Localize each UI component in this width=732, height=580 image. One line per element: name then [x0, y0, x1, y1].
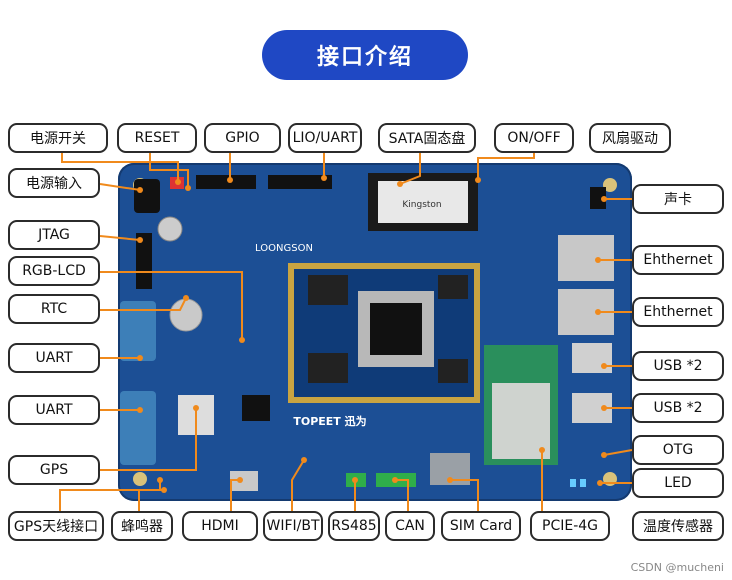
label-lio-uart: LIO/UART [288, 123, 362, 153]
page-title: 接口介绍 [262, 30, 468, 80]
label-uart-2: UART [8, 395, 100, 425]
label-usb-1: USB *2 [632, 351, 724, 381]
label-led: LED [632, 468, 724, 498]
label-temp-sensor: 温度传感器 [632, 511, 724, 541]
label-power-switch: 电源开关 [8, 123, 108, 153]
label-gps: GPS [8, 455, 100, 485]
label-usb-2: USB *2 [632, 393, 724, 423]
label-reset: RESET [117, 123, 197, 153]
label-uart-1: UART [8, 343, 100, 373]
label-pcie-4g: PCIE-4G [530, 511, 610, 541]
label-ethernet-2: Ehthernet [632, 297, 724, 327]
label-rs485: RS485 [328, 511, 380, 541]
label-jtag: JTAG [8, 220, 100, 250]
label-ethernet-1: Ehthernet [632, 245, 724, 275]
label-on-off: ON/OFF [494, 123, 574, 153]
label-buzzer: 蜂鸣器 [111, 511, 173, 541]
label-gps-antenna: GPS天线接口 [8, 511, 104, 541]
label-rgb-lcd: RGB-LCD [8, 256, 100, 286]
label-sound-card: 声卡 [632, 184, 724, 214]
ssd-brand: Kingston [402, 200, 441, 210]
board-brand: LOONGSON [255, 243, 313, 254]
label-gpio: GPIO [204, 123, 281, 153]
label-fan: 风扇驱动 [589, 123, 671, 153]
label-sim-card: SIM Card [441, 511, 521, 541]
label-rtc: RTC [8, 294, 100, 324]
board-maker: TOPEET 迅为 [293, 414, 366, 428]
label-can: CAN [385, 511, 435, 541]
watermark: CSDN @mucheni [630, 561, 724, 574]
label-power-input: 电源输入 [8, 168, 100, 198]
label-sata: SATA固态盘 [378, 123, 476, 153]
label-hdmi: HDMI [182, 511, 258, 541]
label-wifi-bt: WIFI/BT [263, 511, 323, 541]
circuit-board: Kingston LOONGSON TOPEET 迅为 [118, 163, 632, 501]
label-otg: OTG [632, 435, 724, 465]
board-graphic: Kingston LOONGSON TOPEET 迅为 [120, 173, 617, 491]
